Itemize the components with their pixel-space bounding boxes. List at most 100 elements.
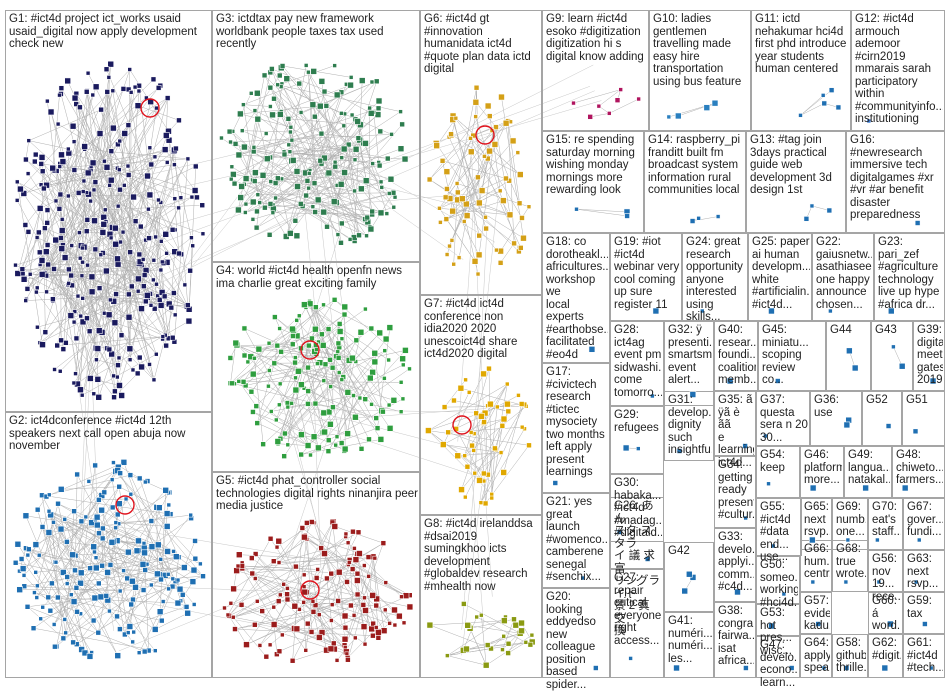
node-g3[interactable] xyxy=(295,184,301,190)
node-g8[interactable] xyxy=(528,642,533,647)
node-g6[interactable] xyxy=(434,143,440,149)
node-g7[interactable] xyxy=(425,428,431,434)
node-g3[interactable] xyxy=(262,205,267,210)
node-g70[interactable] xyxy=(875,538,879,542)
node-g4[interactable] xyxy=(249,389,254,394)
node-g2[interactable] xyxy=(114,526,118,530)
node-g1[interactable] xyxy=(171,291,176,296)
node-g1[interactable] xyxy=(80,246,84,250)
node-g1[interactable] xyxy=(95,376,101,382)
node-g2[interactable] xyxy=(111,461,115,465)
node-g7[interactable] xyxy=(479,501,483,505)
node-g7[interactable] xyxy=(506,409,511,414)
node-g3[interactable] xyxy=(255,116,261,122)
node-g5[interactable] xyxy=(381,628,387,634)
node-g9[interactable] xyxy=(588,114,593,119)
node-g3[interactable] xyxy=(334,92,340,98)
node-g1[interactable] xyxy=(112,395,117,400)
node-g1[interactable] xyxy=(53,237,59,243)
node-g6[interactable] xyxy=(527,205,531,209)
node-g9[interactable] xyxy=(637,97,641,101)
node-g1[interactable] xyxy=(82,179,86,183)
node-g1[interactable] xyxy=(188,268,193,273)
node-g4[interactable] xyxy=(286,443,290,447)
node-g7[interactable] xyxy=(470,443,475,448)
node-g4[interactable] xyxy=(297,314,301,318)
node-g2[interactable] xyxy=(142,649,147,654)
node-g4[interactable] xyxy=(326,449,331,454)
node-g1[interactable] xyxy=(36,230,41,235)
node-g1[interactable] xyxy=(72,140,76,144)
node-g4[interactable] xyxy=(295,318,299,322)
node-g3[interactable] xyxy=(276,83,280,87)
node-g1[interactable] xyxy=(72,320,76,324)
node-g3[interactable] xyxy=(385,156,390,161)
node-g2[interactable] xyxy=(63,517,67,521)
node-g3[interactable] xyxy=(290,157,296,163)
node-g3[interactable] xyxy=(333,160,337,164)
node-g3[interactable] xyxy=(258,201,262,205)
node-g4[interactable] xyxy=(367,437,372,442)
node-g14[interactable] xyxy=(690,219,695,224)
node-g1[interactable] xyxy=(77,387,83,393)
node-g5[interactable] xyxy=(277,561,281,565)
node-g4[interactable] xyxy=(272,361,277,366)
node-g1[interactable] xyxy=(127,346,133,352)
node-g1[interactable] xyxy=(94,358,98,362)
node-g1[interactable] xyxy=(25,286,30,291)
node-g5[interactable] xyxy=(324,576,329,581)
node-g5[interactable] xyxy=(255,599,259,603)
node-g5[interactable] xyxy=(264,654,269,659)
node-g1[interactable] xyxy=(146,207,150,211)
node-g1[interactable] xyxy=(84,229,89,234)
node-g6[interactable] xyxy=(503,176,508,181)
node-g3[interactable] xyxy=(267,232,272,237)
node-g2[interactable] xyxy=(137,651,141,655)
node-g6[interactable] xyxy=(438,220,442,224)
node-g8[interactable] xyxy=(506,641,511,646)
node-g1[interactable] xyxy=(154,352,158,356)
node-g1[interactable] xyxy=(74,336,79,341)
node-g4[interactable] xyxy=(345,389,351,395)
node-g1[interactable] xyxy=(107,75,111,79)
node-g29[interactable] xyxy=(636,447,640,451)
node-g5[interactable] xyxy=(336,569,342,575)
node-g3[interactable] xyxy=(280,63,285,68)
node-g3[interactable] xyxy=(244,202,248,206)
node-g2[interactable] xyxy=(87,653,93,659)
node-g1[interactable] xyxy=(147,236,152,241)
node-g4[interactable] xyxy=(298,432,304,438)
node-g2[interactable] xyxy=(40,524,45,529)
node-g3[interactable] xyxy=(268,201,273,206)
node-g1[interactable] xyxy=(108,183,112,187)
node-g6[interactable] xyxy=(500,198,506,204)
node-g5[interactable] xyxy=(328,646,334,652)
node-g7[interactable] xyxy=(487,401,493,407)
node-g10[interactable] xyxy=(712,100,718,106)
node-g3[interactable] xyxy=(293,218,298,223)
node-g3[interactable] xyxy=(239,183,245,189)
node-g1[interactable] xyxy=(129,90,133,94)
node-g1[interactable] xyxy=(86,263,90,267)
node-g1[interactable] xyxy=(126,292,131,297)
node-g1[interactable] xyxy=(164,343,169,348)
node-g9[interactable] xyxy=(619,88,623,92)
node-g4[interactable] xyxy=(363,307,367,311)
node-g4[interactable] xyxy=(326,438,331,443)
node-g3[interactable] xyxy=(289,125,293,129)
node-g5[interactable] xyxy=(388,621,392,625)
node-g3[interactable] xyxy=(340,156,344,160)
node-g7[interactable] xyxy=(451,398,456,403)
node-g1[interactable] xyxy=(163,132,169,138)
node-g3[interactable] xyxy=(241,144,247,150)
node-g1[interactable] xyxy=(85,170,91,176)
node-g5[interactable] xyxy=(356,530,361,535)
node-g4[interactable] xyxy=(359,446,364,451)
node-g5[interactable] xyxy=(366,555,371,560)
node-g2[interactable] xyxy=(172,549,176,553)
node-g4[interactable] xyxy=(334,443,338,447)
node-g15[interactable] xyxy=(625,213,630,218)
node-g1[interactable] xyxy=(117,382,123,388)
node-g3[interactable] xyxy=(319,131,324,136)
node-g2[interactable] xyxy=(125,576,130,581)
